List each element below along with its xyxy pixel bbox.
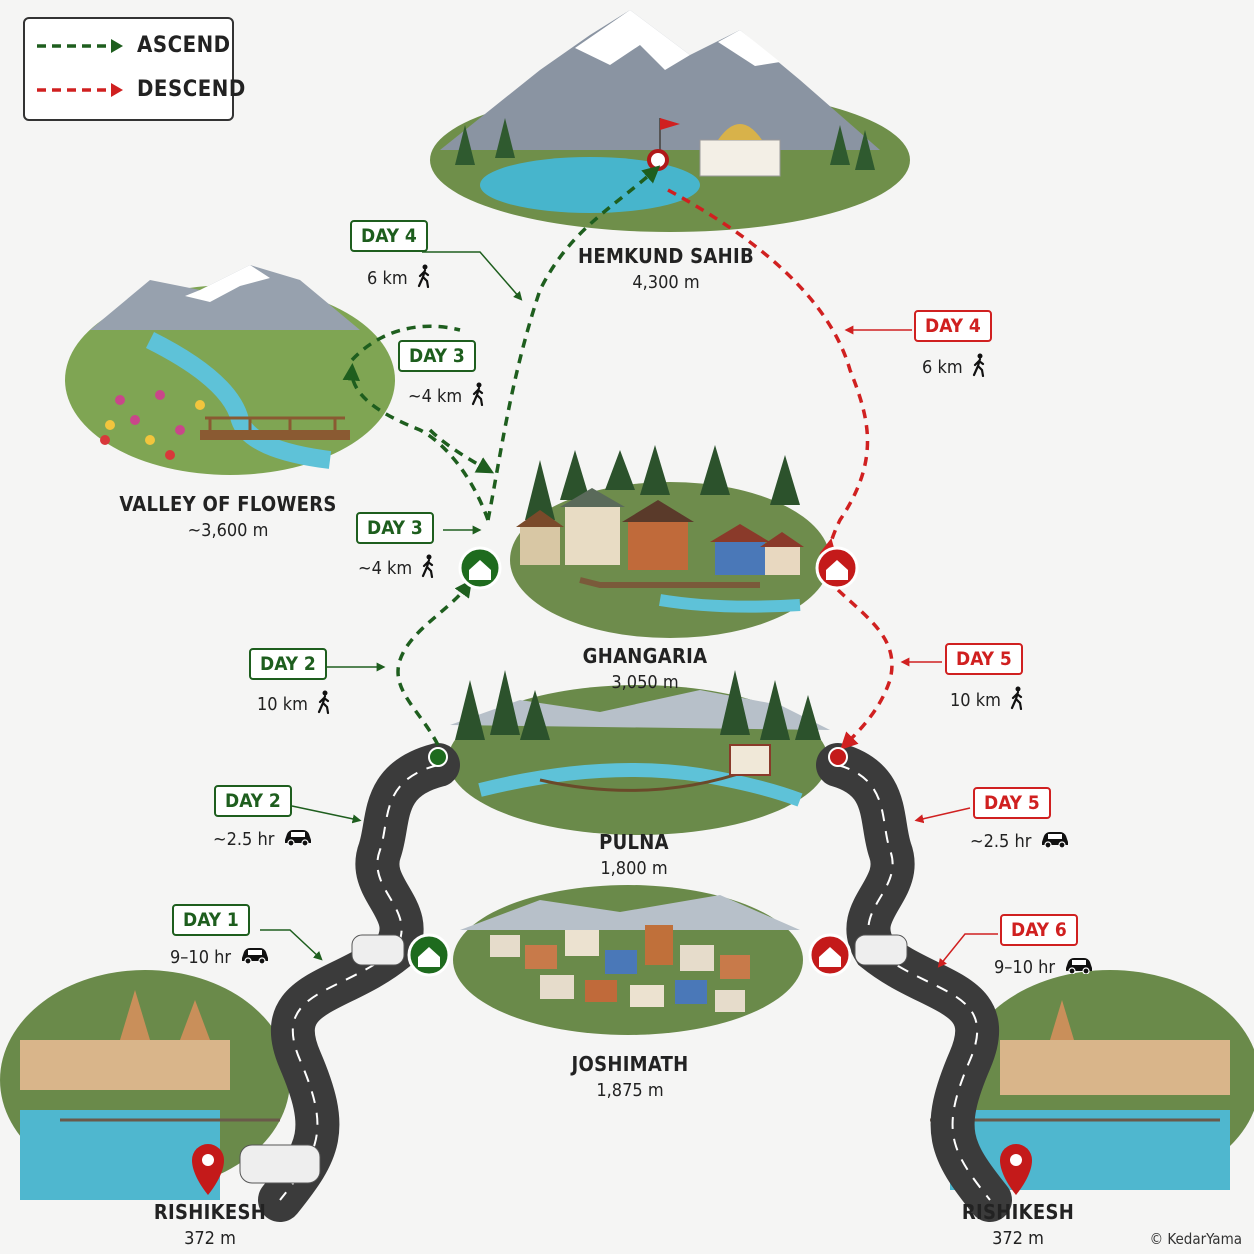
ascend-day-info: 6 km <box>367 264 432 293</box>
ascend-day-info: 9–10 hr <box>170 946 271 969</box>
duration-text: 9–10 hr <box>170 947 232 968</box>
place-name: JOSHIMATH <box>571 1052 689 1076</box>
hemkund-sahib-illustration <box>430 10 910 232</box>
place-name: RISHIKESH <box>961 1200 1075 1224</box>
descend-day-badge: DAY 6 <box>1000 914 1078 946</box>
home-marker-descend-joshimath <box>808 933 852 977</box>
place-name: VALLEY OF FLOWERS <box>119 492 337 516</box>
place-name: GHANGARIA <box>582 644 708 668</box>
ascend-day-badge: DAY 4 <box>350 220 428 252</box>
place-altitude: 3,050 m <box>611 672 679 693</box>
home-marker-descend-ghangaria <box>815 546 859 590</box>
descend-day-info: 10 km <box>950 686 1025 715</box>
legend-descend-label: DESCEND <box>137 77 246 102</box>
place-name: PULNA <box>599 830 669 854</box>
duration-text: ~2.5 hr <box>970 831 1032 852</box>
car-icon <box>239 946 271 969</box>
legend-ascend-label: ASCEND <box>137 33 231 58</box>
ascend-arrow-icon <box>37 38 123 53</box>
ascend-day-badge: DAY 3 <box>356 512 434 544</box>
place-altitude: 4,300 m <box>632 272 700 293</box>
place-name: RISHIKESH <box>153 1200 267 1224</box>
place-hemkund-sahib: HEMKUND SAHIB 4,300 m <box>578 244 754 293</box>
pulna-dot-ascend <box>428 747 448 767</box>
distance-text: 6 km <box>922 357 963 378</box>
descend-day-info: ~2.5 hr <box>970 830 1071 853</box>
place-pulna: PULNA 1,800 m <box>599 830 669 879</box>
home-marker-ascend-joshimath <box>407 933 451 977</box>
rishikesh-start-illustration <box>0 970 290 1200</box>
descend-arrow-icon <box>37 82 123 97</box>
car-icon <box>1039 830 1071 853</box>
ascend-day-badge: DAY 2 <box>249 648 327 680</box>
place-ghangaria: GHANGARIA 3,050 m <box>583 644 708 693</box>
ascend-day-info: ~4 km <box>408 382 486 411</box>
ascend-day-info: ~2.5 hr <box>213 828 314 851</box>
distance-text: 10 km <box>257 694 308 715</box>
walk-icon <box>1009 686 1025 715</box>
place-valley-of-flowers: VALLEY OF FLOWERS ~3,600 m <box>119 492 336 541</box>
place-rishikesh-end: RISHIKESH 372 m <box>962 1200 1074 1249</box>
duration-text: 9–10 hr <box>994 957 1056 978</box>
ascend-day-badge: DAY 2 <box>214 785 292 817</box>
duration-text: ~2.5 hr <box>213 829 275 850</box>
place-altitude: 1,875 m <box>596 1080 664 1101</box>
ascend-day-badge: DAY 1 <box>172 904 250 936</box>
road-right <box>816 743 1012 1222</box>
descend-day-info: 6 km <box>922 353 987 382</box>
place-altitude: 372 m <box>992 1228 1044 1249</box>
pulna-illustration <box>448 670 830 835</box>
road-left <box>239 743 460 1222</box>
pulna-dot-descend <box>828 747 848 767</box>
valley-of-flowers-illustration <box>65 265 395 475</box>
descend-day-info: 9–10 hr <box>994 956 1095 979</box>
walk-icon <box>316 690 332 719</box>
car-icon <box>1063 956 1095 979</box>
credit-text: © KedarYama <box>1149 1230 1242 1248</box>
distance-text: ~4 km <box>408 386 463 407</box>
joshimath-illustration <box>453 885 803 1035</box>
place-name: HEMKUND SAHIB <box>578 244 754 268</box>
descend-day-badge: DAY 5 <box>945 643 1023 675</box>
descend-paths <box>667 188 894 750</box>
ascend-day-info: ~4 km <box>358 554 436 583</box>
place-joshimath: JOSHIMATH 1,875 m <box>571 1052 688 1101</box>
distance-text: 6 km <box>367 268 408 289</box>
place-altitude: ~3,600 m <box>187 520 269 541</box>
walk-icon <box>971 353 987 382</box>
walk-icon <box>470 382 486 411</box>
place-rishikesh-start: RISHIKESH 372 m <box>154 1200 266 1249</box>
descend-day-badge: DAY 4 <box>914 310 992 342</box>
ascend-day-badge: DAY 3 <box>398 340 476 372</box>
walk-icon <box>420 554 436 583</box>
ascend-day-info: 10 km <box>257 690 332 719</box>
pointer-lines <box>260 251 998 968</box>
location-pin-rishikesh-start <box>192 1144 224 1195</box>
walk-icon <box>416 264 432 293</box>
home-marker-ascend-ghangaria <box>458 546 502 590</box>
descend-day-badge: DAY 5 <box>973 787 1051 819</box>
rishikesh-end-illustration <box>930 970 1254 1190</box>
legend: ASCEND DESCEND <box>23 17 245 121</box>
legend-ascend: ASCEND <box>35 33 231 58</box>
distance-text: 10 km <box>950 690 1001 711</box>
ascend-paths <box>342 165 661 746</box>
distance-text: ~4 km <box>358 558 413 579</box>
car-icon <box>282 828 314 851</box>
place-altitude: 372 m <box>184 1228 236 1249</box>
place-altitude: 1,800 m <box>600 858 668 879</box>
ghangaria-illustration <box>510 445 830 638</box>
location-pin-rishikesh-end <box>1000 1144 1032 1195</box>
legend-descend: DESCEND <box>35 77 246 102</box>
